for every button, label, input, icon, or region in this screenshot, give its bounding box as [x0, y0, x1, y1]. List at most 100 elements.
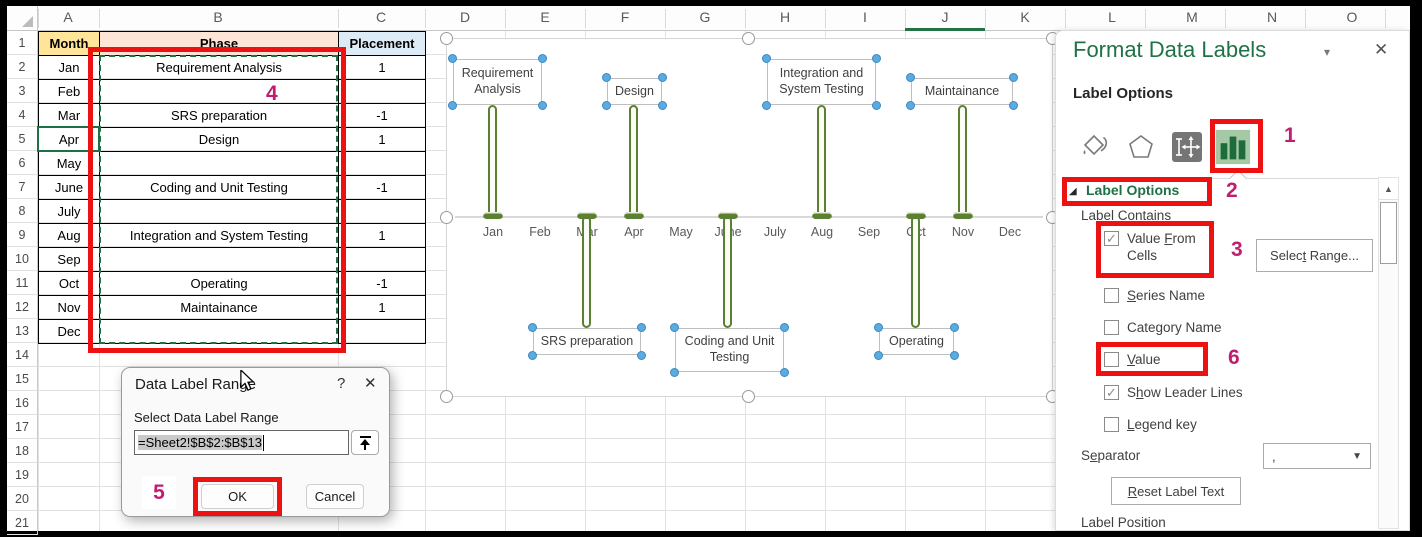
row-header[interactable]: 16 — [7, 391, 38, 415]
help-button[interactable]: ? — [337, 375, 346, 392]
row-header[interactable]: 12 — [7, 295, 38, 319]
row-header[interactable]: 4 — [7, 103, 38, 127]
cell-phase[interactable] — [100, 80, 339, 104]
col-header-O[interactable]: O — [1346, 9, 1358, 25]
label-handle[interactable] — [670, 368, 679, 377]
cell-month[interactable]: July — [39, 200, 100, 224]
row-header[interactable]: 19 — [7, 463, 38, 487]
row-header[interactable]: 3 — [7, 79, 38, 103]
label-handle[interactable] — [538, 101, 547, 110]
cell-phase[interactable]: Operating — [100, 272, 339, 296]
label-handle[interactable] — [637, 323, 646, 332]
label-handle[interactable] — [762, 101, 771, 110]
lollipop-stem-aug[interactable] — [817, 105, 826, 216]
data-label[interactable]: Requirement Analysis — [448, 54, 547, 110]
row-header[interactable]: 17 — [7, 415, 38, 439]
cell-placement[interactable]: -1 — [339, 176, 426, 200]
checkbox-unchecked-icon[interactable] — [1104, 352, 1119, 367]
row-header[interactable]: 6 — [7, 151, 38, 175]
checkbox-unchecked-icon[interactable] — [1104, 417, 1119, 432]
lollipop-stem-nov[interactable] — [958, 105, 967, 216]
label-handle[interactable] — [538, 54, 547, 63]
cell-placement[interactable] — [339, 152, 426, 176]
cell-phase[interactable]: SRS preparation — [100, 104, 339, 128]
col-header-F[interactable]: F — [620, 9, 630, 25]
label-handle[interactable] — [874, 351, 883, 360]
label-handle[interactable] — [780, 323, 789, 332]
cell-placement[interactable] — [339, 80, 426, 104]
label-handle[interactable] — [950, 351, 959, 360]
data-point-marker[interactable] — [906, 212, 926, 219]
range-input[interactable]: =Sheet2!$B$2:$B$13 — [134, 430, 349, 455]
cancel-button[interactable]: Cancel — [306, 484, 364, 509]
row-header[interactable]: 11 — [7, 271, 38, 295]
cell-month[interactable]: Feb — [39, 80, 100, 104]
lollipop-stem-oct[interactable] — [911, 216, 920, 328]
cell-month[interactable]: May — [39, 152, 100, 176]
collapse-dialog-icon[interactable] — [351, 430, 379, 455]
cell-month[interactable]: Nov — [39, 296, 100, 320]
collapse-triangle-icon[interactable]: ◢ — [1069, 186, 1077, 197]
chart-selection-handle[interactable] — [440, 211, 453, 224]
chevron-down-icon[interactable]: ▾ — [1324, 45, 1331, 59]
cell-month[interactable]: Oct — [39, 272, 100, 296]
data-label[interactable]: Design — [602, 73, 667, 110]
section-header-label-options[interactable]: Label Options — [1086, 182, 1180, 198]
label-handle[interactable] — [1009, 73, 1018, 82]
close-icon[interactable]: ✕ — [364, 375, 377, 392]
label-handle[interactable] — [528, 323, 537, 332]
row-header[interactable]: 14 — [7, 343, 38, 367]
col-header-K[interactable]: K — [1020, 9, 1030, 25]
cell-phase[interactable] — [100, 248, 339, 272]
data-label[interactable]: SRS preparation — [528, 323, 646, 360]
row-header[interactable]: 21 — [7, 511, 38, 535]
ok-button[interactable]: OK — [201, 484, 274, 509]
col-header-M[interactable]: M — [1186, 9, 1198, 25]
data-point-marker[interactable] — [953, 212, 973, 219]
label-handle[interactable] — [762, 54, 771, 63]
checkbox-value[interactable]: Value — [1104, 352, 1161, 369]
header-placement[interactable]: Placement — [339, 32, 426, 56]
label-handle[interactable] — [658, 73, 667, 82]
label-handle[interactable] — [448, 54, 457, 63]
data-point-marker[interactable] — [624, 212, 644, 219]
row-header[interactable]: 15 — [7, 367, 38, 391]
cell-month[interactable]: Sep — [39, 248, 100, 272]
chart-selection-handle[interactable] — [742, 32, 755, 45]
data-label[interactable]: Maintainance — [906, 73, 1018, 110]
col-header-G[interactable]: G — [699, 9, 711, 25]
col-header-C[interactable]: C — [375, 9, 387, 25]
select-all-corner[interactable] — [7, 6, 38, 31]
lollipop-stem-jan[interactable] — [488, 105, 497, 216]
label-handle[interactable] — [780, 368, 789, 377]
cell-placement[interactable]: 1 — [339, 128, 426, 152]
data-label[interactable]: Operating — [874, 323, 959, 360]
row-header[interactable]: 13 — [7, 319, 38, 343]
cell-phase[interactable] — [100, 152, 339, 176]
separator-dropdown[interactable]: ,▼ — [1263, 443, 1371, 469]
cell-placement[interactable] — [339, 248, 426, 272]
cell-placement[interactable] — [339, 320, 426, 344]
pane-scrollbar[interactable]: ▲ — [1378, 177, 1399, 529]
col-header-N[interactable]: N — [1266, 9, 1278, 25]
col-header-J[interactable]: J — [941, 9, 949, 25]
chart-options-icon[interactable] — [1214, 127, 1252, 167]
label-handle[interactable] — [872, 101, 881, 110]
reset-label-text-button[interactable]: Reset Label Text — [1111, 477, 1241, 505]
checkbox-value-from-cells[interactable]: ✓ Value From Cells — [1104, 231, 1213, 265]
cell-month[interactable]: Mar — [39, 104, 100, 128]
data-point-marker[interactable] — [483, 212, 503, 219]
label-handle[interactable] — [448, 101, 457, 110]
col-header-D[interactable]: D — [459, 9, 471, 25]
close-icon[interactable]: ✕ — [1374, 40, 1389, 59]
cell-placement[interactable] — [339, 200, 426, 224]
chart-selection-handle[interactable] — [440, 390, 453, 403]
cell-placement[interactable]: 1 — [339, 56, 426, 80]
checkbox-checked-icon[interactable]: ✓ — [1104, 385, 1119, 400]
cell-phase[interactable]: Design — [100, 128, 339, 152]
lollipop-stem-mar[interactable] — [582, 216, 591, 328]
header-month[interactable]: Month — [39, 32, 100, 56]
label-handle[interactable] — [658, 101, 667, 110]
col-header-I[interactable]: I — [863, 9, 867, 25]
chart-selection-handle[interactable] — [742, 390, 755, 403]
